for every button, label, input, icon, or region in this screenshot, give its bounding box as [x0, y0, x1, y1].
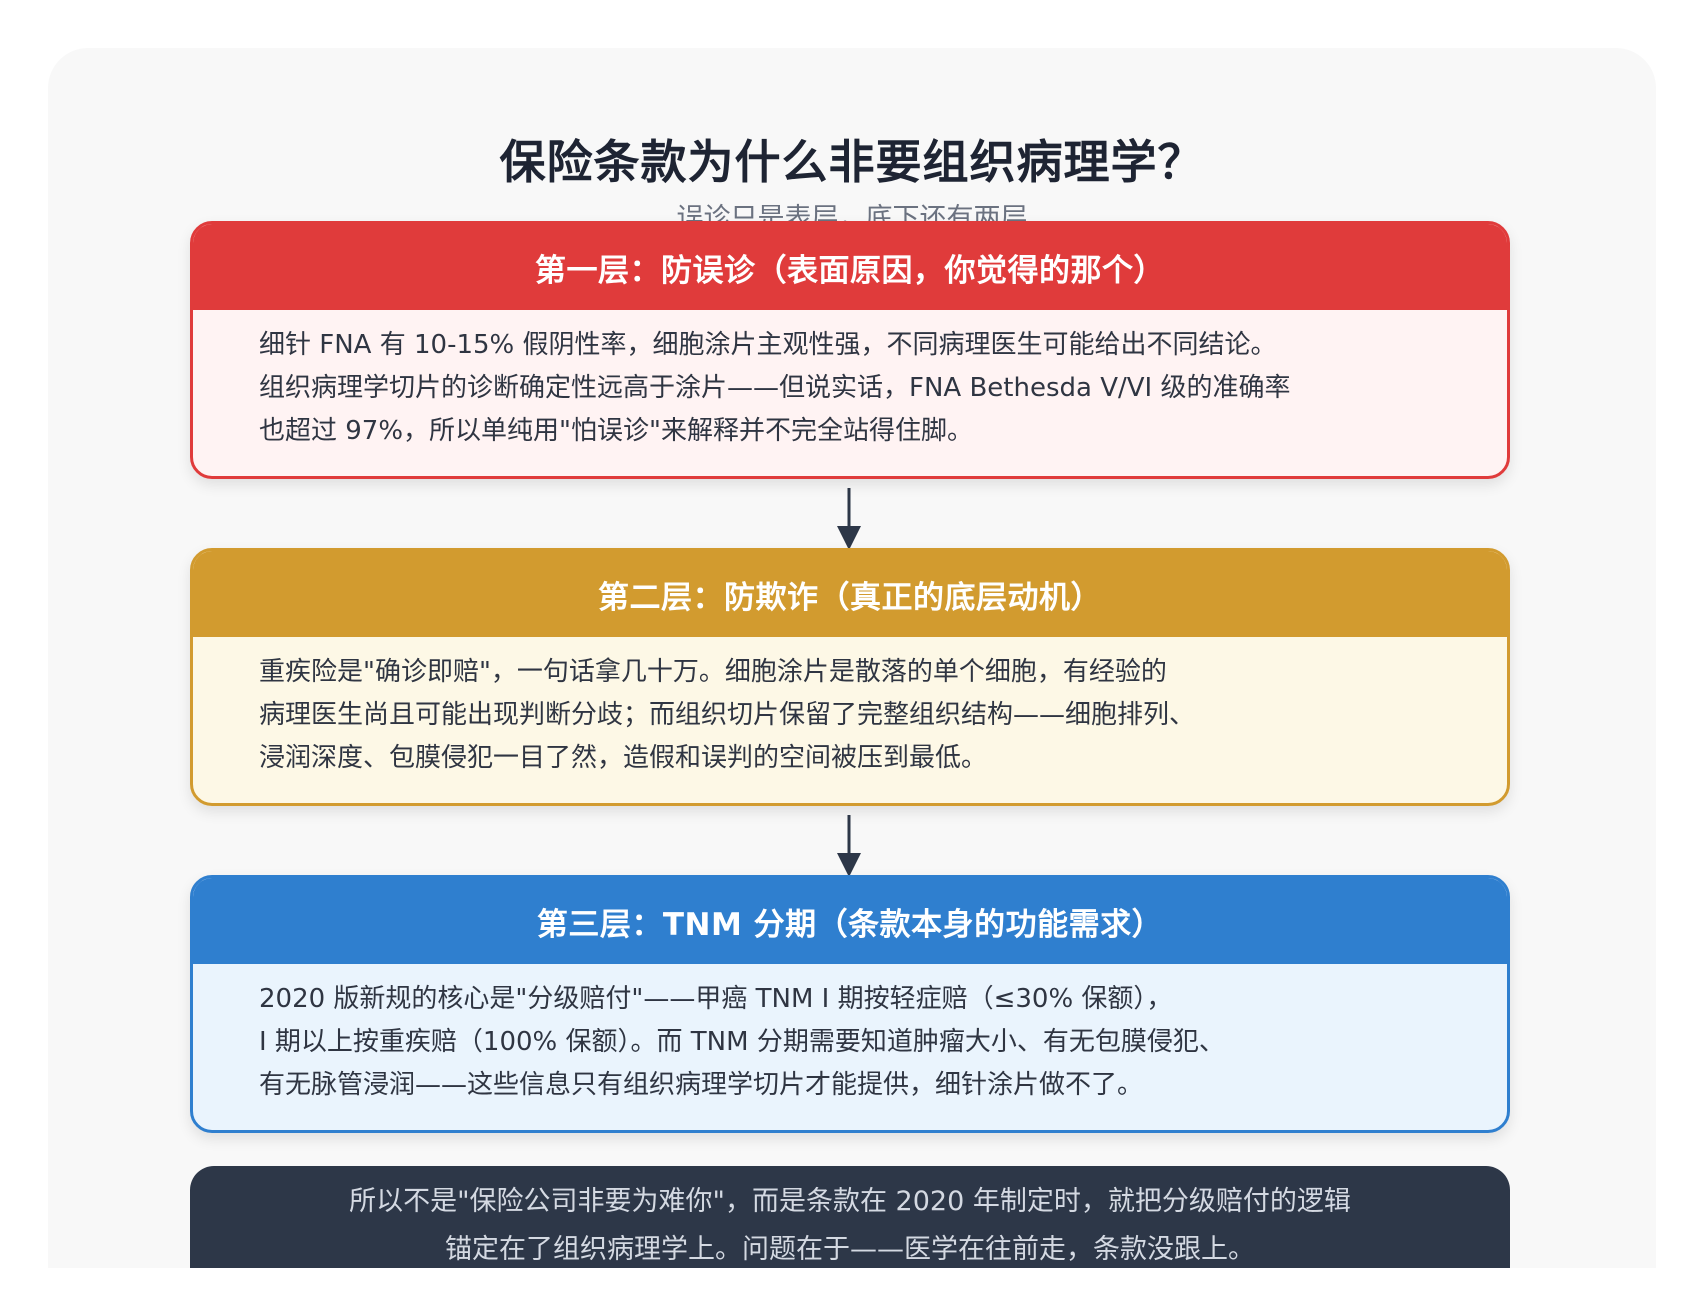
down-arrow-icon: [837, 815, 861, 877]
layer-2-line: 病理医生尚且可能出现判断分歧；而组织切片保留了完整组织结构——细胞排列、: [259, 700, 1196, 730]
layer-2-heading: 第二层：防欺诈（真正的底层动机）: [193, 551, 1507, 637]
layer-card-1: 第一层：防误诊（表面原因，你觉得的那个） 细针 FNA 有 10-15% 假阴性…: [190, 221, 1510, 479]
down-arrow-icon: [837, 488, 861, 550]
layer-3-heading: 第三层：TNM 分期（条款本身的功能需求）: [193, 878, 1507, 964]
infographic-canvas: 保险条款为什么非要组织病理学？ 误诊只是表层，底下还有两层 第一层：防误诊（表面…: [48, 48, 1656, 1268]
layer-3-line: I 期以上按重疾赔（100% 保额）。而 TNM 分期需要知道肿瘤大小、有无包膜…: [259, 1027, 1225, 1057]
layer-card-2: 第二层：防欺诈（真正的底层动机） 重疾险是"确诊即赔"，一句话拿几十万。细胞涂片…: [190, 548, 1510, 806]
layer-1-heading: 第一层：防误诊（表面原因，你觉得的那个）: [193, 224, 1507, 310]
layer-3-line: 2020 版新规的核心是"分级赔付"——甲癌 TNM I 期按轻症赔（≤30% …: [259, 984, 1173, 1014]
layer-1-line: 细针 FNA 有 10-15% 假阴性率，细胞涂片主观性强，不同病理医生可能给出…: [259, 330, 1277, 360]
layer-2-line: 重疾险是"确诊即赔"，一句话拿几十万。细胞涂片是散落的单个细胞，有经验的: [259, 657, 1167, 687]
page-title: 保险条款为什么非要组织病理学？: [499, 135, 1205, 189]
layer-1-line: 组织病理学切片的诊断确定性远高于涂片——但说实话，FNA Bethesda V/…: [259, 373, 1291, 403]
conclusion-line: 锚定在了组织病理学上。问题在于——医学在往前走，条款没跟上。: [445, 1234, 1255, 1265]
layer-2-body: 重疾险是"确诊即赔"，一句话拿几十万。细胞涂片是散落的单个细胞，有经验的 病理医…: [193, 637, 1507, 780]
layer-1-body: 细针 FNA 有 10-15% 假阴性率，细胞涂片主观性强，不同病理医生可能给出…: [193, 310, 1507, 453]
conclusion-line: 所以不是"保险公司非要为难你"，而是条款在 2020 年制定时，就把分级赔付的逻…: [349, 1186, 1351, 1217]
layer-2-line: 浸润深度、包膜侵犯一目了然，造假和误判的空间被压到最低。: [259, 743, 988, 773]
layer-1-line: 也超过 97%，所以单纯用"怕误诊"来解释并不完全站得住脚。: [259, 416, 973, 446]
layer-card-3: 第三层：TNM 分期（条款本身的功能需求） 2020 版新规的核心是"分级赔付"…: [190, 875, 1510, 1133]
layer-3-line: 有无脉管浸润——这些信息只有组织病理学切片才能提供，细针涂片做不了。: [259, 1070, 1144, 1100]
layer-3-body: 2020 版新规的核心是"分级赔付"——甲癌 TNM I 期按轻症赔（≤30% …: [193, 964, 1507, 1107]
conclusion-box: 所以不是"保险公司非要为难你"，而是条款在 2020 年制定时，就把分级赔付的逻…: [190, 1166, 1510, 1268]
